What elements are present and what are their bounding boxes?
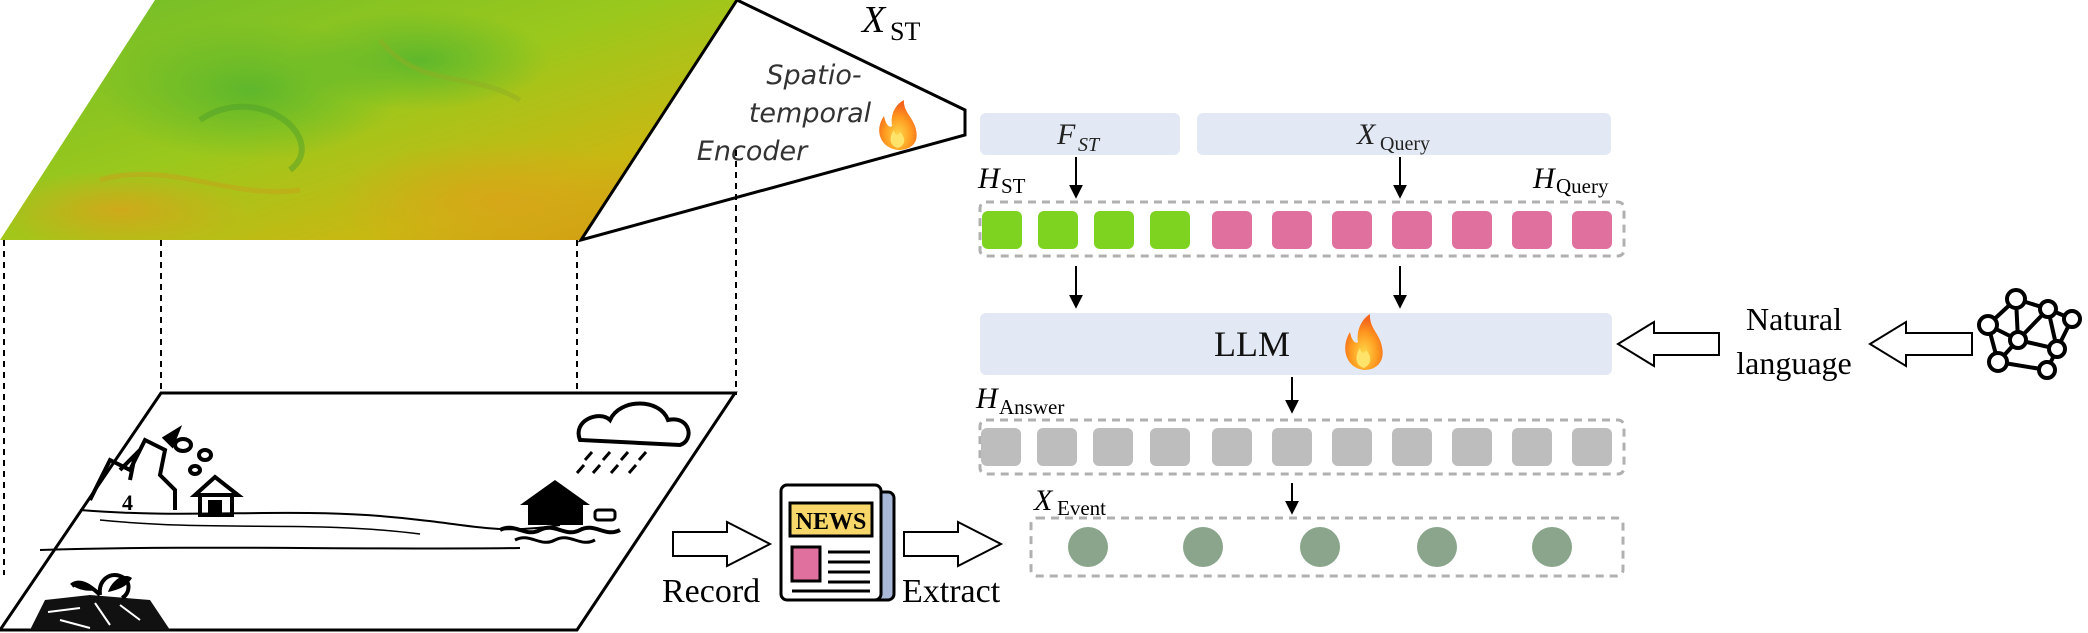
answer-token [1512,428,1552,466]
svg-text:ST: ST [1078,134,1101,156]
answer-token [1392,428,1432,466]
svg-text:X: X [860,0,887,41]
svg-text:Event: Event [1057,496,1106,520]
natural-language-arrow-right [1868,320,1973,368]
record-arrow [672,520,773,568]
svg-text:ST: ST [1001,174,1026,198]
answer-token [1037,428,1077,466]
svg-text:F: F [1056,118,1076,151]
f-st-panel: F ST [980,113,1180,156]
st-token [1094,211,1134,249]
x-event-label: X Event [1033,484,1106,520]
svg-text:Query: Query [1556,174,1609,198]
st-token [1150,211,1190,249]
svg-text:Answer: Answer [999,395,1064,419]
svg-text:4: 4 [122,490,133,515]
answer-token [1150,428,1190,466]
svg-text:X: X [1033,484,1054,517]
event-nodes [1068,527,1572,567]
query-token [1272,211,1312,249]
event-node [1183,527,1223,567]
svg-text:Encoder: Encoder [697,136,809,167]
flooded-house-icon [499,480,621,544]
svg-text:X: X [1356,118,1377,151]
st-token [1038,211,1078,249]
answer-token-row [978,418,1626,476]
h-answer-label: H Answer [975,382,1064,419]
svg-text:language: language [1736,345,1852,381]
answer-token [1572,428,1612,466]
graph-network-icon [1977,288,2082,380]
query-token [1332,211,1372,249]
record-label: Record [662,573,760,610]
x-query-panel: X Query [1197,113,1611,155]
query-token [1572,211,1612,249]
query-token [1452,211,1492,249]
input-arrows [1069,157,1407,199]
event-node [1068,527,1108,567]
query-token [1392,211,1432,249]
svg-text:NEWS: NEWS [796,509,867,535]
extract-arrow [903,520,1004,568]
extract-label: Extract [902,573,1001,610]
event-node [1532,527,1572,567]
input-token-row [978,200,1626,258]
svg-text:Spatio-: Spatio- [766,60,861,91]
svg-text:temporal: temporal [749,98,872,129]
newspaper-icon: NEWS [779,483,896,602]
event-node [1300,527,1340,567]
x-st-label: X ST [860,0,920,46]
answer-tokens [981,428,1612,466]
svg-text:LLM: LLM [1214,324,1290,364]
answer-token [1332,428,1372,466]
event-node [1417,527,1457,567]
svg-text:H: H [975,382,1000,415]
query-token [1512,211,1552,249]
event-plane: 4 [0,391,738,632]
query-token [1212,211,1252,249]
svg-text:Natural: Natural [1746,301,1842,337]
spatiotemporal-encoder: Spatio- temporal Encoder [577,0,967,243]
spatiotemporal-raster [0,0,737,240]
flame-icon [879,100,917,150]
token-to-llm-arrows [1069,266,1407,309]
h-query-label: H Query [1532,162,1609,198]
natural-language-arrow-left [1616,320,1720,368]
h-st-label: H ST [977,162,1026,198]
flame-icon [1345,314,1383,370]
svg-text:H: H [977,162,1002,195]
answer-token [1093,428,1133,466]
answer-token [981,428,1021,466]
svg-text:ST: ST [890,17,920,46]
input-tokens [982,211,1612,249]
natural-language-label: Natural language [1736,301,1852,381]
storm-cloud-icon [575,401,691,474]
llm-block: LLM [980,313,1612,375]
svg-text:Query: Query [1380,133,1430,155]
st-token [982,211,1022,249]
answer-token [1212,428,1252,466]
answer-token [1272,428,1312,466]
answer-token [1452,428,1492,466]
drought-plant-icon [30,573,170,630]
svg-text:H: H [1532,162,1557,195]
landslide-house-icon: 4 [88,425,244,517]
